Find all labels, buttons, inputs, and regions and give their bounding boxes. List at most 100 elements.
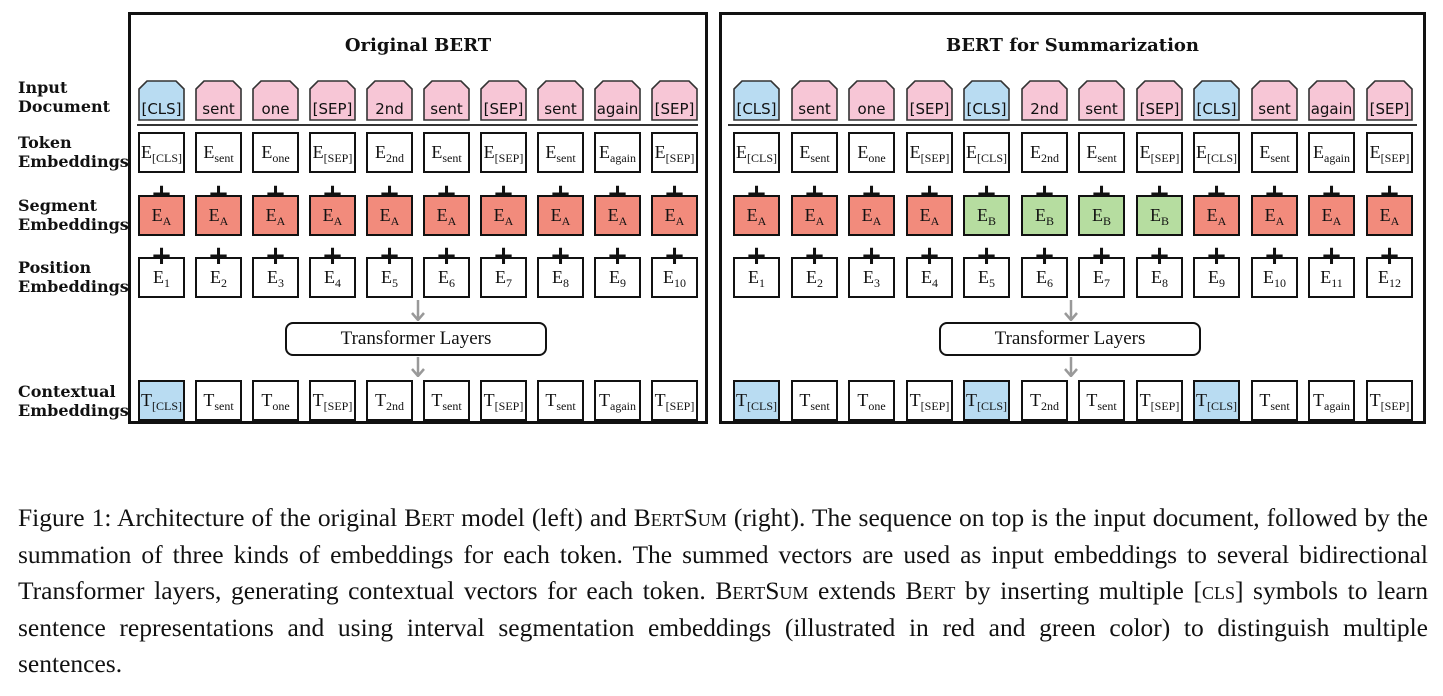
input-token-label: again (596, 100, 639, 118)
input-token-tag: sent (537, 80, 584, 121)
embedding-letter: T (1313, 390, 1324, 410)
embedding-letter: E (267, 267, 278, 287)
token-embedding-box: E[CLS] (733, 132, 780, 173)
embedding-subscript: 7 (506, 276, 512, 290)
embedding-subscript: sent (1097, 399, 1117, 413)
segment-embedding-box: EB (1136, 195, 1183, 236)
embedding-letter: T (654, 390, 666, 410)
embedding-letter: E (1264, 205, 1276, 225)
embedding-subscript: one (272, 151, 290, 165)
embedding-subscript: again (1324, 399, 1350, 413)
embedding-letter: E (436, 205, 448, 225)
plus-sign: + (860, 241, 883, 271)
embedding-subscript: A (1390, 214, 1400, 228)
plus-sign: + (264, 241, 287, 271)
embedding-letter: E (609, 267, 620, 287)
embedding-subscript: B (1160, 214, 1169, 228)
token-embedding-box: Esent (1078, 132, 1125, 173)
embedding-letter: E (607, 205, 619, 225)
input-token-tag: again (1308, 80, 1355, 121)
down-arrow-icon (411, 300, 425, 321)
embedding-subscript: [CLS] (152, 399, 182, 413)
token-embedding-box: E[CLS] (963, 132, 1010, 173)
row-label-line: Embeddings (18, 152, 129, 171)
embedding-letter: E (654, 142, 666, 162)
embedding-letter: E (1196, 142, 1207, 162)
token-embedding-box: E[SEP] (1366, 132, 1413, 173)
embedding-letter: E (1086, 142, 1098, 162)
transformer-layers-box: Transformer Layers (939, 322, 1201, 356)
plus-sign: + (803, 241, 826, 271)
embedding-subscript: [SEP] (665, 151, 695, 165)
segment-embedding-box: EA (1308, 195, 1355, 236)
embedding-subscript: one (868, 151, 886, 165)
segment-embedding-box: EA (651, 195, 698, 236)
contextual-embedding-box: Tsent (423, 380, 470, 421)
plus-sign: + (378, 241, 401, 271)
embedding-letter: T (375, 390, 386, 410)
token-embedding-box: E2nd (366, 132, 413, 173)
row-label-line: Contextual (18, 382, 116, 401)
embedding-letter: T (545, 390, 557, 410)
embedding-subscript: again (610, 399, 636, 413)
embedding-letter: E (312, 142, 324, 162)
token-embedding-box: E[SEP] (1136, 132, 1183, 173)
plus-sign: + (492, 241, 515, 271)
contextual-embedding-box: Tone (848, 380, 895, 421)
embedding-letter: E (552, 267, 563, 287)
embedding-subscript: sent (214, 399, 234, 413)
segment-embedding-box: EB (963, 195, 1010, 236)
embedding-subscript: 11 (1331, 276, 1343, 290)
embedding-letter: T (1259, 390, 1271, 410)
embedding-letter: E (861, 205, 873, 225)
plus-sign: + (1205, 241, 1228, 271)
segment-embedding-box: EB (1078, 195, 1125, 236)
position-embedding-box: E7 (480, 257, 527, 298)
caption-cls-symbol: [cls] (1193, 576, 1244, 605)
panel-title: Original BERT (344, 35, 492, 56)
embedding-letter: E (857, 142, 869, 162)
embedding-subscript: A (618, 214, 628, 228)
contextual-embedding-box: Tsent (537, 380, 584, 421)
embedding-letter: T (1086, 390, 1098, 410)
segment-embedding-box: EA (1251, 195, 1298, 236)
plus-sign: + (1320, 241, 1343, 271)
embedding-letter: E (663, 267, 674, 287)
down-arrow-icon (1064, 300, 1078, 321)
input-token-tag: [CLS] (138, 80, 185, 121)
plus-sign: + (663, 241, 686, 271)
input-token-tag: again (594, 80, 641, 121)
position-embedding-box: E10 (651, 257, 698, 298)
input-token-label: [SEP] (1139, 100, 1180, 118)
input-token-tag: 2nd (366, 80, 413, 121)
plus-sign: + (1148, 241, 1171, 271)
embedding-letter: E (1263, 267, 1274, 287)
embedding-letter: E (1149, 205, 1161, 225)
embedding-letter: E (379, 205, 391, 225)
embedding-letter: T (483, 390, 495, 410)
contextual-embedding-box: T2nd (1021, 380, 1068, 421)
input-token-tag: one (252, 80, 299, 121)
position-embedding-box: E1 (733, 257, 780, 298)
caption-bert: Bert (404, 503, 455, 532)
embedding-subscript: one (272, 399, 290, 413)
position-embedding-box: E2 (195, 257, 242, 298)
plus-sign: + (321, 241, 344, 271)
embedding-letter: E (736, 142, 747, 162)
position-embedding-box: E5 (963, 257, 1010, 298)
embedding-letter: E (203, 142, 215, 162)
segment-embedding-box: EA (733, 195, 780, 236)
segment-embedding-box: EA (309, 195, 356, 236)
token-embedding-box: E[SEP] (906, 132, 953, 173)
input-token-tag: sent (195, 80, 242, 121)
embedding-subscript: [CLS] (747, 399, 777, 413)
segment-embedding-box: EA (906, 195, 953, 236)
embedding-letter: T (799, 390, 811, 410)
embedding-subscript: A (815, 214, 825, 228)
segment-embedding-box: EA (366, 195, 413, 236)
token-embedding-box: Esent (791, 132, 838, 173)
embedding-subscript: sent (442, 399, 462, 413)
input-token-tag: [SEP] (1366, 80, 1413, 121)
embedding-letter: E (265, 205, 277, 225)
contextual-embedding-box: Tone (252, 380, 299, 421)
